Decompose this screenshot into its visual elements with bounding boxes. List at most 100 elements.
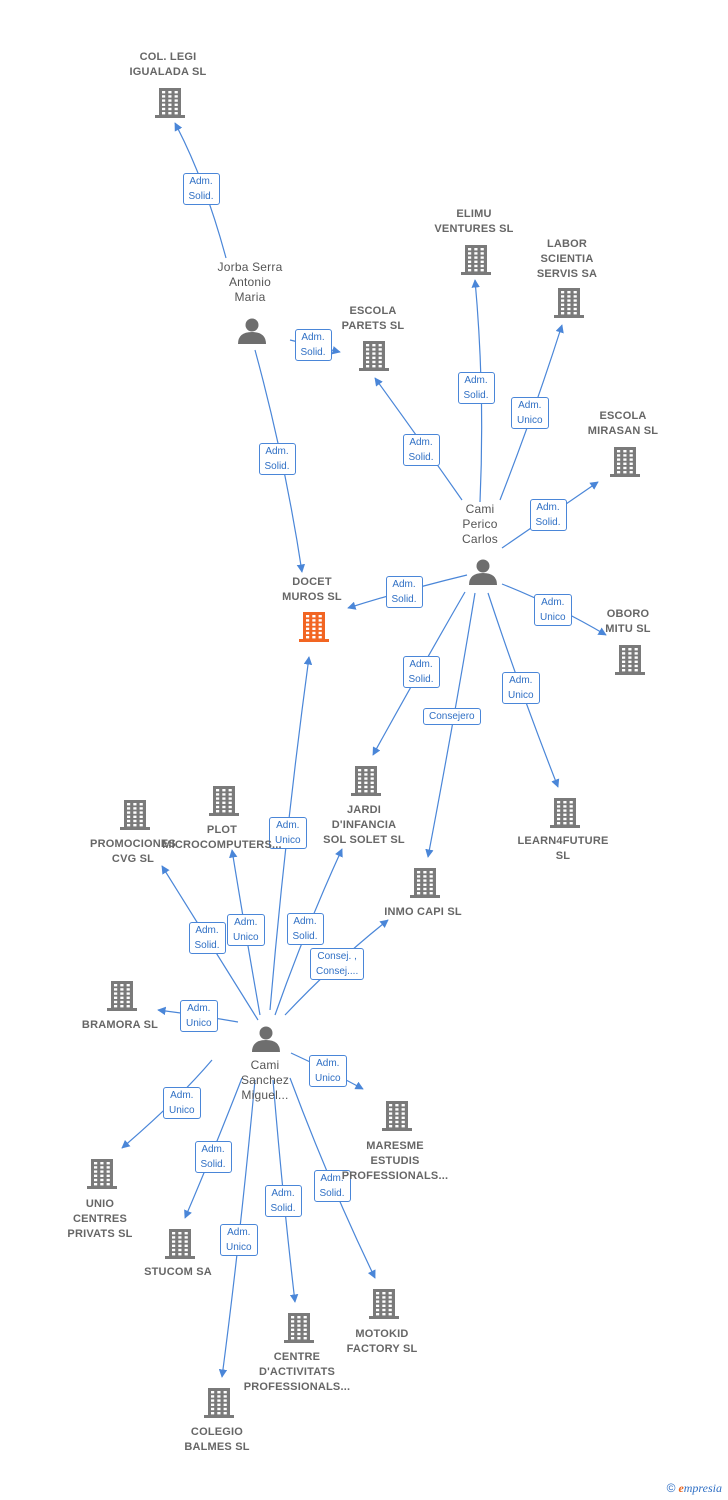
node-label-line: Maria <box>234 290 266 304</box>
edge-label-line: Solid. <box>535 517 561 528</box>
edge-label-cami_sanchez-to-unio[interactable]: Adm.Unico <box>163 1087 201 1119</box>
building-icon-promociones[interactable] <box>120 800 150 830</box>
edge-label-cami_perico-to-jardi[interactable]: Adm. Solid. <box>402 656 440 688</box>
edge-label-line: Adm. <box>276 820 300 831</box>
edge-label-cami_sanchez-to-motokid[interactable]: Adm.Solid. <box>313 1170 351 1202</box>
building-icon-inmo[interactable] <box>410 868 440 898</box>
edge-label-cami_sanchez-to-maresme[interactable]: Adm. Unico <box>309 1055 347 1087</box>
person-icon-jorba[interactable] <box>238 318 266 345</box>
edge-label-line: Unico <box>233 932 259 943</box>
edge-label-line: Adm. <box>201 1144 225 1155</box>
node-label-line: PROMOCIONES <box>90 838 176 850</box>
person-icon-cami_sanchez[interactable] <box>252 1026 280 1053</box>
edge-label-cami_sanchez-to-inmo[interactable]: Consej. ,Consej.... <box>310 948 365 980</box>
edge-label-jorba-to-col_legi[interactable]: Adm.Solid. <box>182 173 220 205</box>
edge-label-cami_sanchez-to-docet[interactable]: Adm.Unico <box>269 817 307 849</box>
building-icon-maresme[interactable] <box>382 1101 412 1131</box>
edge-label-cami_sanchez-to-jardi[interactable]: Adm.Solid. <box>286 913 324 945</box>
node-label-line: COL. LEGI <box>139 51 197 63</box>
building-icon-centre[interactable] <box>284 1313 314 1343</box>
edge-label-cami_perico-to-labor[interactable]: Adm.Unico <box>511 397 549 429</box>
building-icon-col_legi[interactable] <box>155 88 185 118</box>
building-icon-labor[interactable] <box>554 288 584 318</box>
edge-label-cami_perico-to-escola_mirasan[interactable]: Adm.Solid. <box>529 499 567 531</box>
edge-label-line: Solid. <box>194 940 220 951</box>
edge-label-cami_sanchez-to-stucom[interactable]: Adm. Solid. <box>194 1141 232 1173</box>
edge-label-line: Adm. <box>170 1090 194 1101</box>
node-label-line: D'ACTIVITATS <box>258 1366 336 1378</box>
edge-label-cami_perico-to-docet[interactable]: Adm.Solid. <box>385 576 423 608</box>
building-icon-colegio[interactable] <box>204 1388 234 1418</box>
edge-label-cami_sanchez-to-bramora[interactable]: Adm.Unico <box>180 1000 218 1032</box>
edge-label-cami_perico-to-elimu[interactable]: Adm.Solid. <box>457 372 495 404</box>
node-label-bramora[interactable]: BRAMORA SL <box>82 1018 158 1033</box>
building-icon-escola_mirasan[interactable] <box>610 447 640 477</box>
edge-label-line: Solid. <box>408 674 434 685</box>
person-icon-cami_perico[interactable] <box>469 559 497 586</box>
building-icon-bramora[interactable] <box>107 981 137 1011</box>
empresia-logo[interactable]: ©empresia <box>666 1481 722 1495</box>
building-icon-motokid[interactable] <box>369 1289 399 1319</box>
edge-label-line: Solid. <box>200 1159 226 1170</box>
building-icon-unio[interactable] <box>87 1159 117 1189</box>
edge-label-cami_perico-to-inmo[interactable]: Consejero <box>423 707 481 725</box>
edge-label-cami_perico-to-oboro[interactable]: Adm.Unico <box>534 594 572 626</box>
node-label-line: OBORO <box>606 608 650 620</box>
building-icon-learn4[interactable] <box>550 798 580 828</box>
node-label-line: Perico <box>462 517 498 531</box>
edge-label-line: Adm. <box>316 1058 340 1069</box>
building-icon-stucom[interactable] <box>165 1229 195 1259</box>
node-label-line: MICROCOMPUTERS... <box>162 839 282 851</box>
node-label-line: PRIVATS SL <box>67 1228 133 1240</box>
node-label-inmo[interactable]: INMO CAPI SL <box>384 905 462 920</box>
building-icon-docet-focus[interactable] <box>299 612 329 642</box>
edge-label-cami_perico-to-escola_parets[interactable]: Adm.Solid. <box>402 434 440 466</box>
building-icon-escola_parets[interactable] <box>359 341 389 371</box>
edge-label-line: Adm. <box>509 675 533 686</box>
edge-label-line: Unico <box>315 1073 341 1084</box>
edge-label-line: Adm. <box>320 1173 344 1184</box>
node-label-line: Cami <box>465 502 495 516</box>
edge-label-line: Solid. <box>391 594 417 605</box>
edge-label-cami_sanchez-to-promociones[interactable]: Adm.Solid. <box>188 922 226 954</box>
edge-label-cami_perico-to-learn4[interactable]: Adm.Unico <box>502 672 540 704</box>
edge-label-jorba-to-escola_parets[interactable]: Adm.Solid. <box>294 329 332 361</box>
edge-label-line: Adm. <box>409 659 433 670</box>
node-label-line: MARESME <box>366 1140 424 1152</box>
node-label-line: PARETS SL <box>341 320 405 332</box>
building-icon-elimu[interactable] <box>461 245 491 275</box>
edge-label-cami_sanchez-to-colegio[interactable]: Adm.Unico <box>220 1224 258 1256</box>
building-icon-jardi[interactable] <box>351 766 381 796</box>
edge-label-cami_sanchez-to-plot[interactable]: Adm.Unico <box>227 914 265 946</box>
node-label-line: Miguel... <box>241 1088 289 1102</box>
edge-label-jorba-to-docet[interactable]: Adm.Solid. <box>258 443 296 475</box>
node-label-line: LEARN4FUTURE <box>517 835 609 847</box>
edge-label-line: Adm. <box>265 446 289 457</box>
building-icon-oboro[interactable] <box>615 645 645 675</box>
node-label-stucom[interactable]: STUCOM SA <box>144 1265 212 1280</box>
node-label-line: JARDI <box>346 804 381 816</box>
building-icon-plot[interactable] <box>209 786 239 816</box>
edge-label-line: Unico <box>226 1242 252 1253</box>
edge-label-cami_sanchez-to-centre[interactable]: Adm.Solid. <box>264 1185 302 1217</box>
